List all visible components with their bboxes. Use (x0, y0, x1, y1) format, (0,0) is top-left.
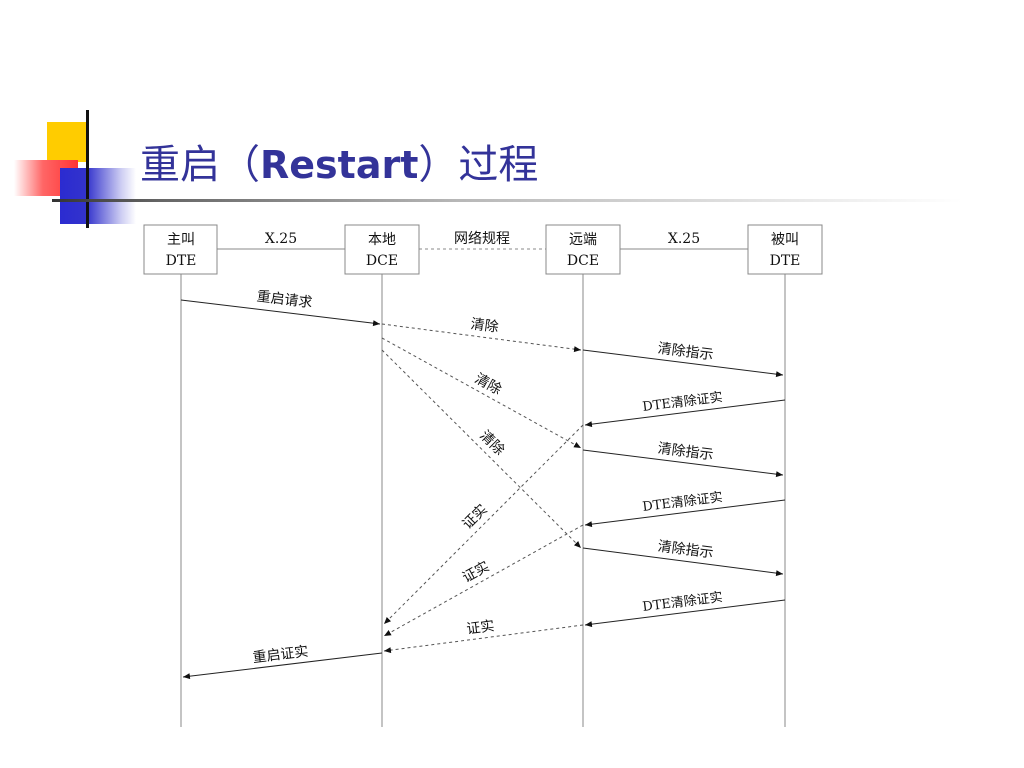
message-clear-indication-3: 清除指示 (582, 539, 784, 577)
entity-local-dce: 本地 DCE (344, 224, 420, 275)
entity-calling-dte: 主叫 DTE (143, 224, 218, 275)
entity-called-dte: 被叫 DTE (747, 224, 823, 275)
message-label: 清除指示 (657, 539, 715, 562)
message-clear-2: 清除 (381, 337, 582, 449)
message-confirm-3: 证实 (383, 618, 584, 654)
message-clear-1: 清除 (381, 316, 582, 353)
entity-label-line1: 被叫 (771, 232, 799, 248)
message-clear-indication-2: 清除指示 (582, 441, 784, 478)
link-label-left: X.25 (265, 231, 297, 247)
entity-label-line2: DTE (166, 253, 197, 269)
entity-label-line2: DCE (366, 253, 398, 269)
entity-label-line1: 主叫 (167, 232, 195, 248)
message-label: 证实 (460, 502, 491, 533)
entity-label-line1: 远端 (569, 232, 597, 248)
message-label: DTE清除证实 (642, 390, 724, 415)
entity-label-line2: DTE (770, 253, 801, 269)
decor-blue-square (60, 168, 136, 224)
message-label: 证实 (460, 559, 492, 587)
message-restart-request: 重启请求 (180, 289, 381, 327)
message-label: 清除 (472, 371, 504, 399)
message-label: 证实 (466, 618, 496, 637)
title-prefix: 重启（ (140, 142, 260, 188)
message-label: 清除 (476, 428, 507, 459)
message-dte-clear-confirm-3: DTE清除证实 (584, 590, 786, 628)
message-restart-confirm: 重启证实 (182, 644, 383, 680)
decor-vertical-line (86, 110, 89, 228)
link-label-right: X.25 (668, 231, 700, 247)
message-label: 重启请求 (256, 289, 314, 312)
message-label: 清除指示 (657, 441, 715, 464)
decor-yellow-square (47, 122, 87, 162)
link-label-middle: 网络规程 (454, 231, 510, 247)
title-suffix: ）过程 (418, 142, 539, 188)
message-label: DTE清除证实 (642, 490, 724, 515)
message-label: 清除指示 (657, 341, 715, 364)
message-dte-clear-confirm-1: DTE清除证实 (584, 390, 786, 428)
message-label: 重启证实 (252, 644, 310, 667)
entity-label-line1: 本地 (368, 232, 396, 248)
page-title: 重启（Restart）过程 (140, 132, 538, 190)
message-dte-clear-confirm-2: DTE清除证实 (584, 490, 786, 528)
title-english: Restart (260, 143, 419, 187)
message-label: 清除 (470, 316, 500, 335)
message-clear-indication-1: 清除指示 (582, 341, 784, 378)
message-label: DTE清除证实 (642, 590, 724, 615)
title-underline (52, 199, 962, 202)
entity-label-line2: DCE (567, 253, 599, 269)
entity-remote-dce: 远端 DCE (545, 224, 621, 275)
message-confirm-1: 证实 (383, 424, 584, 625)
